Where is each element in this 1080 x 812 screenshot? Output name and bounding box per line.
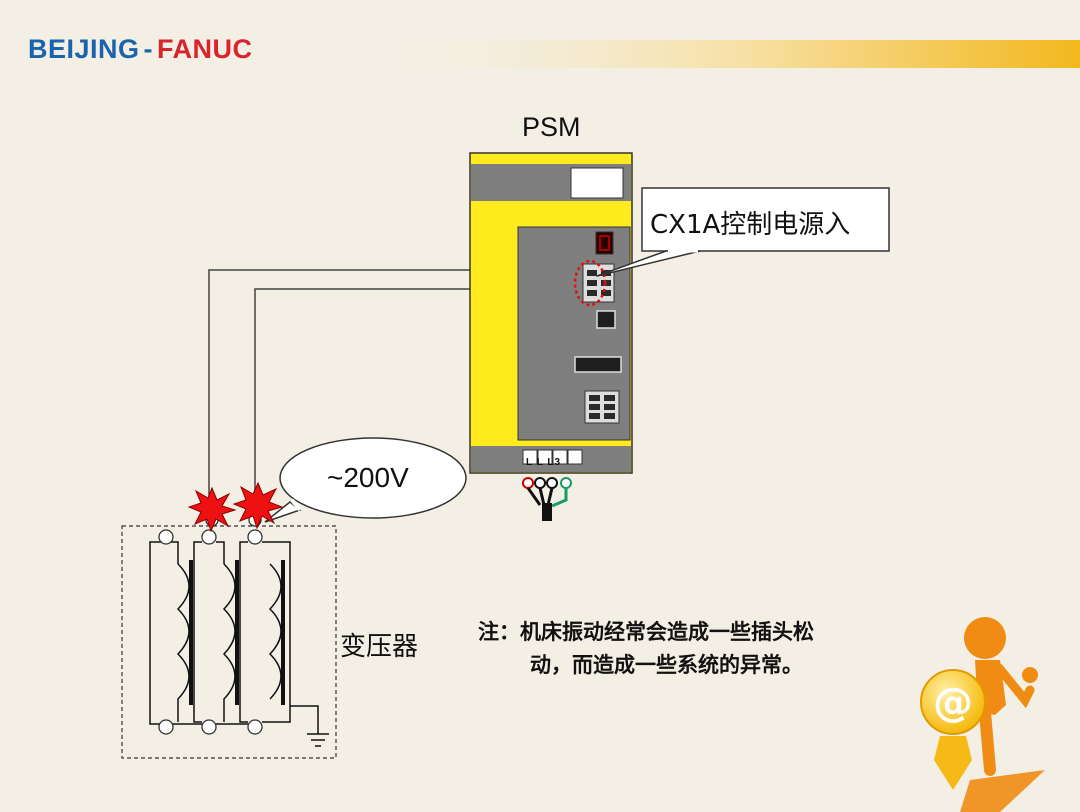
note-line-1: 注：机床振动经常会造成一些插头松	[478, 620, 814, 644]
cx1a-callout	[596, 187, 890, 277]
orange-figure-at-sign-icon: @	[920, 617, 1045, 812]
psm-title: PSM	[522, 112, 581, 142]
transformer	[121, 513, 337, 759]
voltage-bubble	[264, 437, 467, 523]
note-line-2: 动，而造成一些系统的异常。	[530, 653, 803, 677]
logo-fanuc: FANUC	[157, 34, 253, 64]
psm-nameplate	[570, 167, 624, 199]
power-terminal-block	[522, 449, 583, 465]
svg-text:@: @	[933, 680, 973, 726]
brand-logo: BEIJING-FANUC	[28, 34, 253, 65]
psm-module	[469, 152, 633, 521]
spark-icon	[187, 481, 284, 533]
logo-beijing: BEIJING	[28, 34, 140, 64]
cx1a-connector	[573, 259, 615, 307]
power-cable	[522, 477, 572, 521]
transformer-label: 变压器	[340, 632, 419, 662]
note-text: 注：机床振动经常会造成一些插头松 动，而造成一些系统的异常。	[478, 616, 928, 682]
bottom-connector-block	[584, 390, 620, 424]
small-connector	[596, 310, 616, 329]
slot-connector	[574, 356, 622, 373]
logo-dash: -	[143, 34, 154, 64]
voltage-label: ~200V	[327, 462, 409, 493]
header-gradient-bar	[360, 40, 1080, 68]
cx1a-callout-label: CX1A控制电源入	[650, 210, 851, 240]
terminal-label: L L L3	[526, 457, 562, 468]
